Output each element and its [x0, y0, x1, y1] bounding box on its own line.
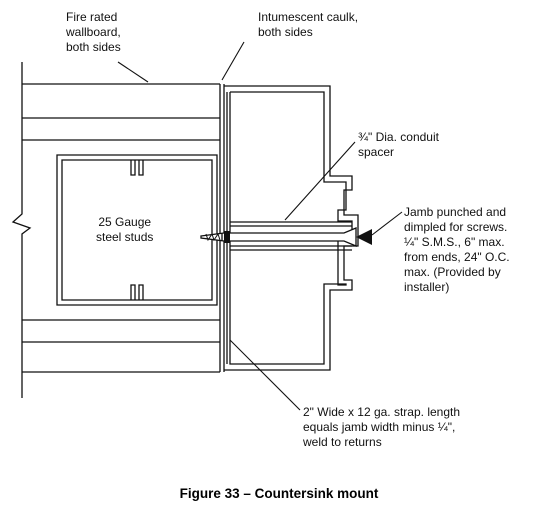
label-strap: 2" Wide x 12 ga. strap. length equals ja… [303, 405, 461, 449]
leader-spacer [285, 142, 355, 220]
leader-jamb [372, 212, 402, 235]
conduit-spacer [230, 222, 352, 250]
door-jamb [224, 86, 358, 370]
steel-stud [57, 155, 217, 305]
leader-caulk [222, 42, 244, 80]
label-wallboard: Fire rated wallboard, both sides [66, 10, 121, 54]
leader-strap [230, 340, 300, 410]
wall-break-line [13, 62, 30, 398]
figure-caption: Figure 33 – Countersink mount [179, 486, 379, 501]
screw-washer [224, 231, 230, 243]
dimple-marker [356, 229, 372, 245]
label-spacer: ¾" Dia. conduit spacer [358, 130, 439, 159]
wall-end [220, 84, 224, 372]
label-jamb-note: Jamb punched and dimpled for screws. ¼" … [404, 205, 510, 294]
screw [201, 228, 356, 246]
label-caulk: Intumescent caulk, both sides [258, 10, 359, 39]
label-studs: 25 Gauge steel studs [96, 215, 154, 244]
leader-wallboard [118, 62, 148, 82]
wallboard-top [22, 84, 220, 140]
wallboard-bottom [22, 320, 220, 372]
